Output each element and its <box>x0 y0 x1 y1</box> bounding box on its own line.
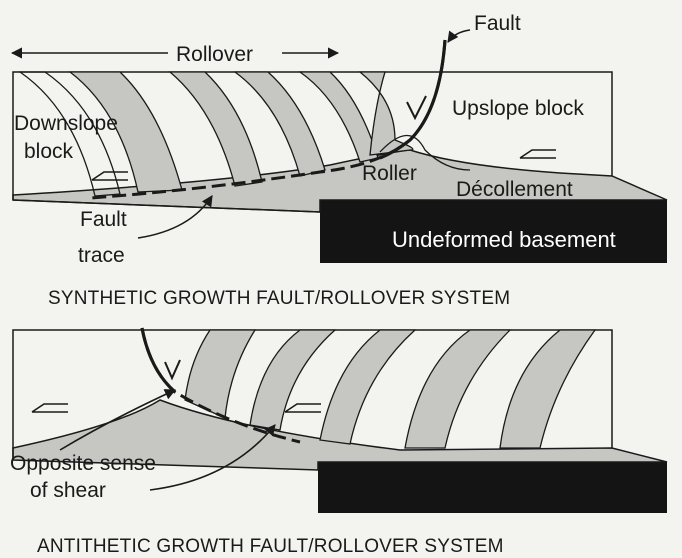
antithetic-caption: ANTITHETIC GROWTH FAULT/ROLLOVER SYSTEM <box>37 536 504 557</box>
roller-label: Roller <box>362 162 417 185</box>
decollement-label: Décollement <box>456 178 573 201</box>
rollover-label: Rollover <box>176 43 253 66</box>
decollement-layer-lower <box>12 399 668 471</box>
shear-pointer-2 <box>149 424 276 491</box>
rollover-strata-lower <box>184 329 597 449</box>
shear-pointer-1 <box>59 389 177 451</box>
undeformed-basement-lower <box>318 462 667 513</box>
downslope-label-2: block <box>24 140 74 163</box>
fault-pointer <box>447 29 471 43</box>
shear-arrow-right <box>519 149 556 159</box>
shear-label-1: Opposite sense <box>10 452 156 475</box>
antithetic-panel: Opposite sense of shear ANTITHETIC GROWT… <box>10 327 668 557</box>
fault-trace-label-2: trace <box>78 244 125 267</box>
shear-arrow-left-lower <box>31 403 68 413</box>
fault-label: Fault <box>474 12 521 35</box>
synthetic-caption: SYNTHETIC GROWTH FAULT/ROLLOVER SYSTEM <box>48 288 510 309</box>
fault-trace-pointer <box>137 195 213 239</box>
roller <box>379 134 471 171</box>
shear-label-2: of shear <box>30 479 106 502</box>
basement-label: Undeformed basement <box>392 227 616 252</box>
synthetic-panel: Rollover Fault Downslope block Upslope b… <box>10 12 668 309</box>
shear-arrow-mid-lower <box>284 403 321 413</box>
shear-arrow-left <box>91 171 128 181</box>
rollover-strata <box>17 71 414 197</box>
downslope-label-1: Downslope <box>14 112 118 135</box>
undeformed-basement <box>320 200 667 263</box>
fault-trace-label-1: Fault <box>80 208 127 231</box>
upslope-block-label: Upslope block <box>452 97 584 120</box>
